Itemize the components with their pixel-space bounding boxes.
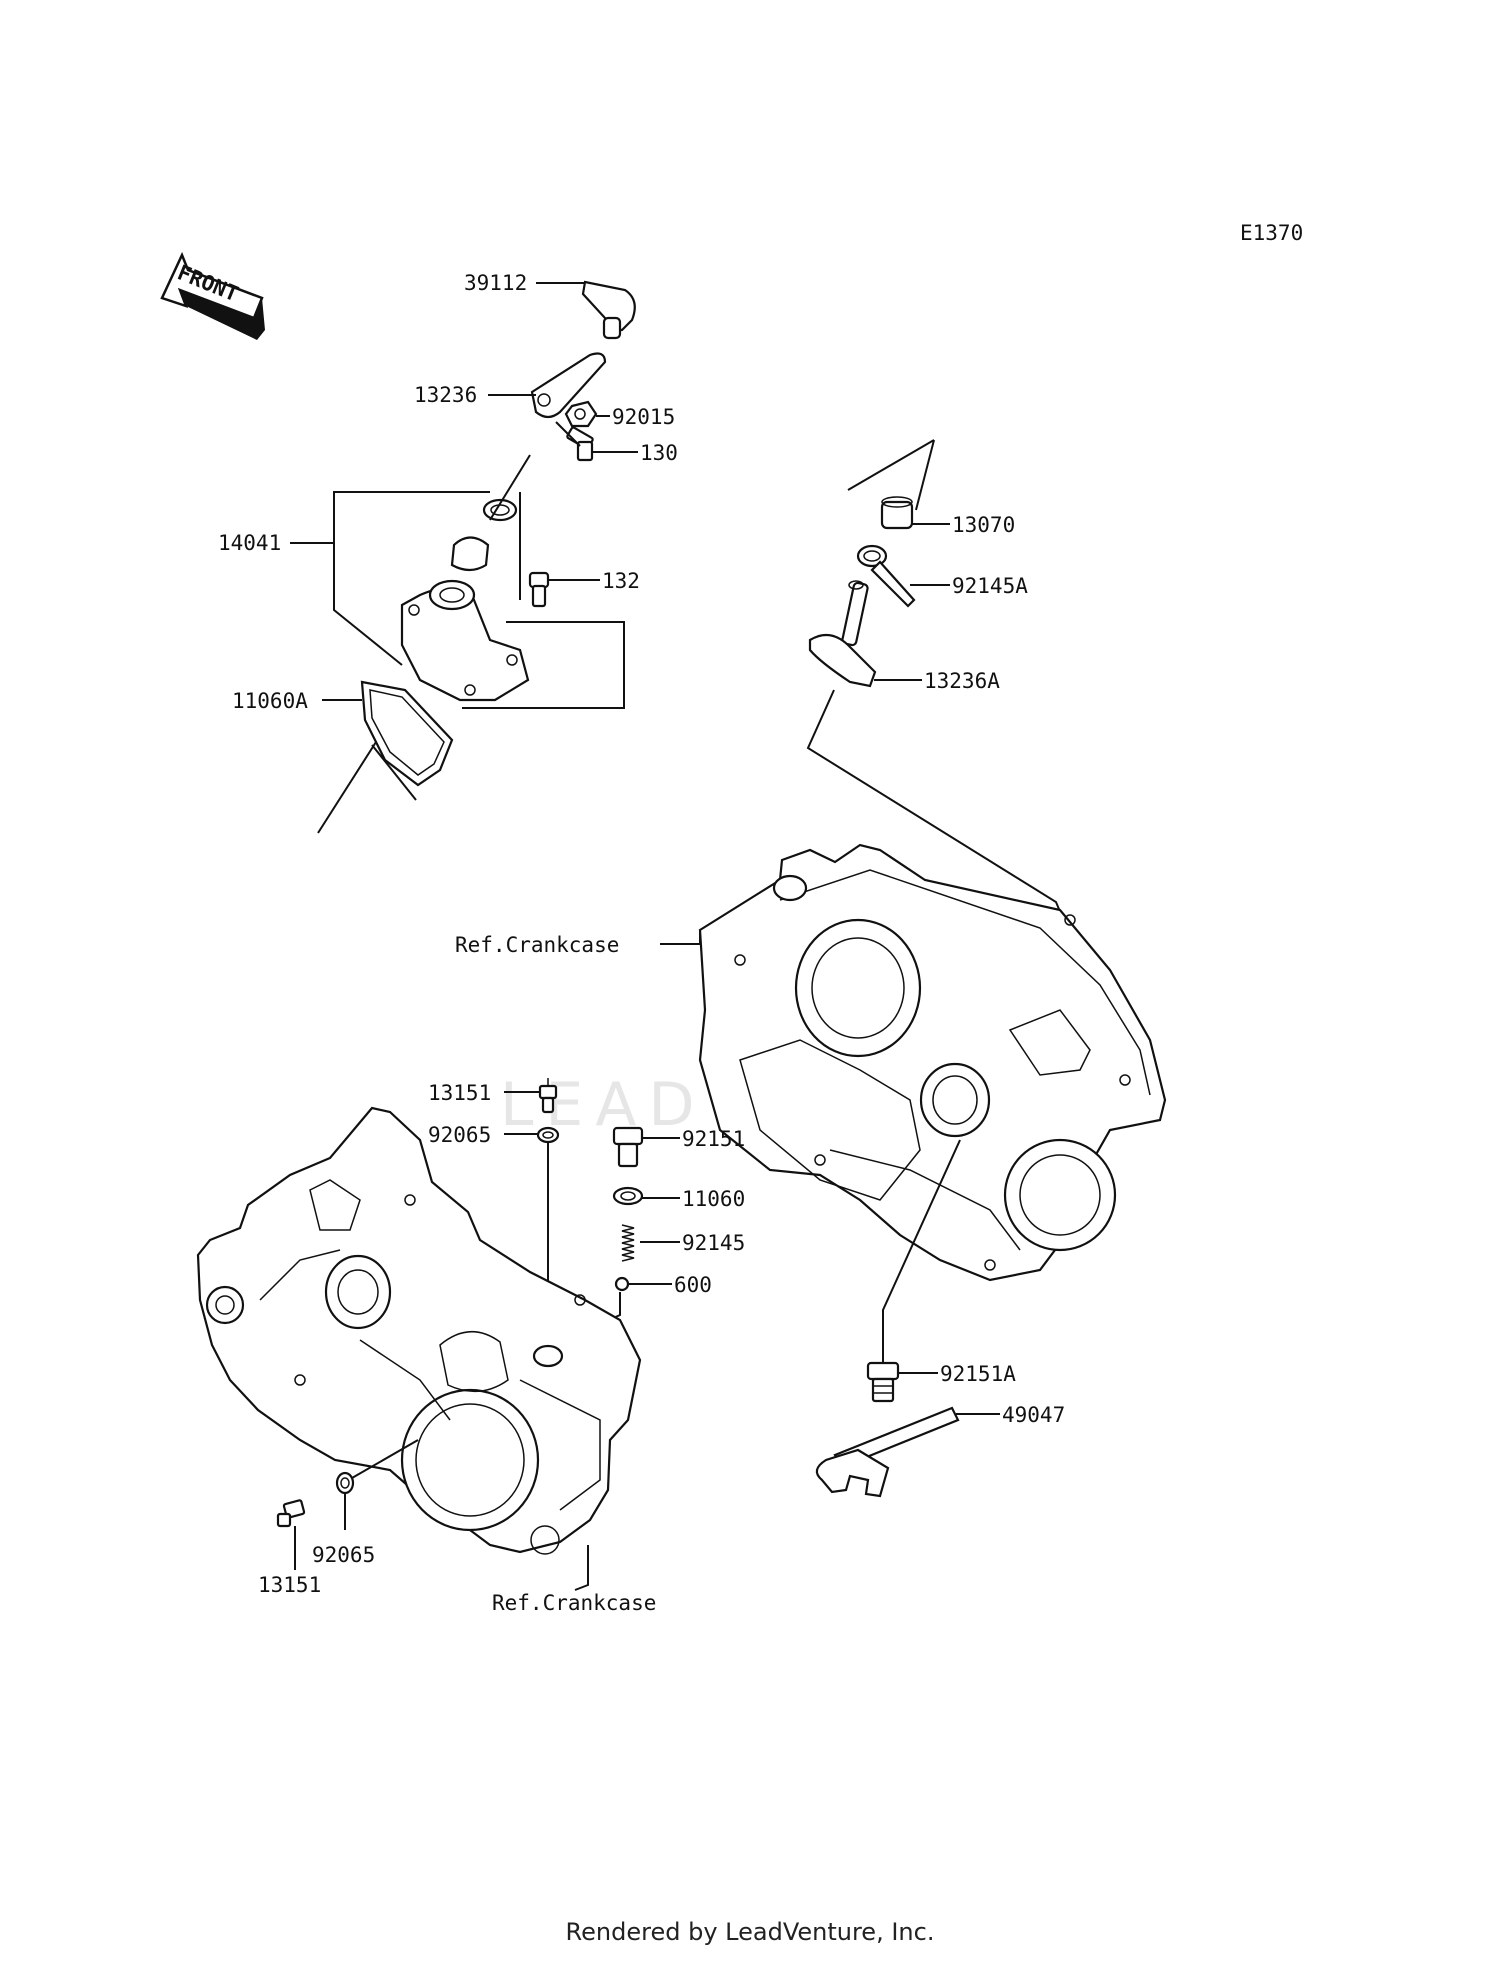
- callout-13070: 13070: [952, 513, 1015, 537]
- part-14041: [400, 498, 530, 702]
- part-130: [566, 426, 594, 462]
- part-39112: [581, 280, 636, 340]
- callout-92145: 92145: [682, 1231, 745, 1255]
- part-11060A: [360, 680, 454, 787]
- callout-13151-top: 13151: [428, 1081, 491, 1105]
- part-92065-bottom: [335, 1471, 355, 1495]
- part-49047: [815, 1406, 960, 1498]
- part-132: [528, 571, 550, 608]
- footer-credit: Rendered by LeadVenture, Inc.: [565, 1918, 935, 1946]
- callout-49047: 49047: [1002, 1403, 1065, 1427]
- callout-13151-bottom: 13151: [258, 1573, 321, 1597]
- front-arrow-icon: FRONT: [160, 251, 265, 340]
- callout-11060A: 11060A: [232, 689, 308, 713]
- part-crankcase-right: [698, 843, 1167, 1282]
- part-13070: [880, 496, 914, 530]
- part-11060: [612, 1186, 644, 1206]
- callout-ref-crankcase-top: Ref.Crankcase: [455, 933, 619, 957]
- diagram-code: E1370: [1240, 221, 1303, 245]
- part-92145A: [856, 544, 916, 608]
- callout-92065-bottom: 92065: [312, 1543, 375, 1567]
- callout-132: 132: [602, 569, 640, 593]
- part-92015: [564, 400, 598, 428]
- part-13236A: [808, 580, 877, 688]
- part-13236: [530, 352, 607, 419]
- callout-92015: 92015: [612, 405, 675, 429]
- callout-92065-top: 92065: [428, 1123, 491, 1147]
- part-13151-bottom: [276, 1499, 306, 1528]
- part-600: [614, 1276, 630, 1292]
- callout-39112: 39112: [464, 271, 527, 295]
- callout-13236: 13236: [414, 383, 477, 407]
- callout-ref-crankcase-bottom: Ref.Crankcase: [492, 1591, 656, 1615]
- part-92065-top: [536, 1126, 560, 1144]
- part-92151A: [866, 1361, 900, 1403]
- callout-92145A: 92145A: [952, 574, 1028, 598]
- callout-11060: 11060: [682, 1187, 745, 1211]
- callout-92151A: 92151A: [940, 1362, 1016, 1386]
- part-92145: [621, 1224, 635, 1262]
- callout-13236A: 13236A: [924, 669, 1000, 693]
- callout-14041: 14041: [218, 531, 281, 555]
- callout-600: 600: [674, 1273, 712, 1297]
- callout-92151: 92151: [682, 1127, 745, 1151]
- part-crankcase-left: [196, 1106, 642, 1555]
- callout-130: 130: [640, 441, 678, 465]
- part-92151: [612, 1126, 644, 1168]
